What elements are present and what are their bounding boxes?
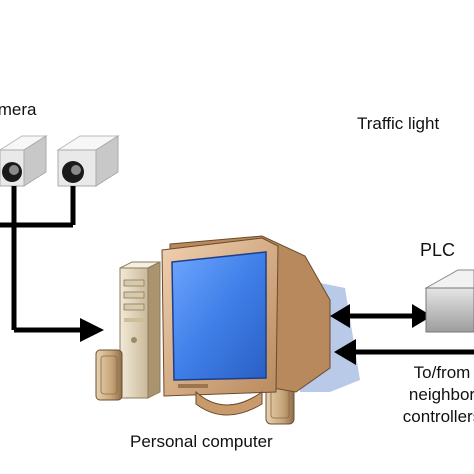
camera-label: Camera (0, 100, 37, 119)
to-from-line-2: neighbor (408, 385, 474, 404)
camera-icon (0, 135, 48, 187)
neighbor-link (334, 339, 474, 365)
arrow-to-computer (80, 318, 104, 342)
neighbor-controllers-label: To/from neighbor controllers (392, 362, 474, 428)
speaker-icon (95, 349, 123, 401)
camera-icon (56, 135, 120, 187)
computer-tower-icon (119, 261, 161, 399)
personal-computer-label: Personal computer (130, 432, 273, 451)
camera-connection-lines (0, 186, 84, 333)
to-from-line-3: controllers (402, 407, 474, 426)
to-from-line-1: To/from (413, 363, 471, 382)
pc-plc-link (330, 304, 432, 328)
traffic-light-label: Traffic light (357, 114, 440, 133)
plc-label: PLC (420, 240, 456, 260)
plc-icon (424, 269, 474, 333)
crt-monitor-icon (161, 235, 331, 416)
